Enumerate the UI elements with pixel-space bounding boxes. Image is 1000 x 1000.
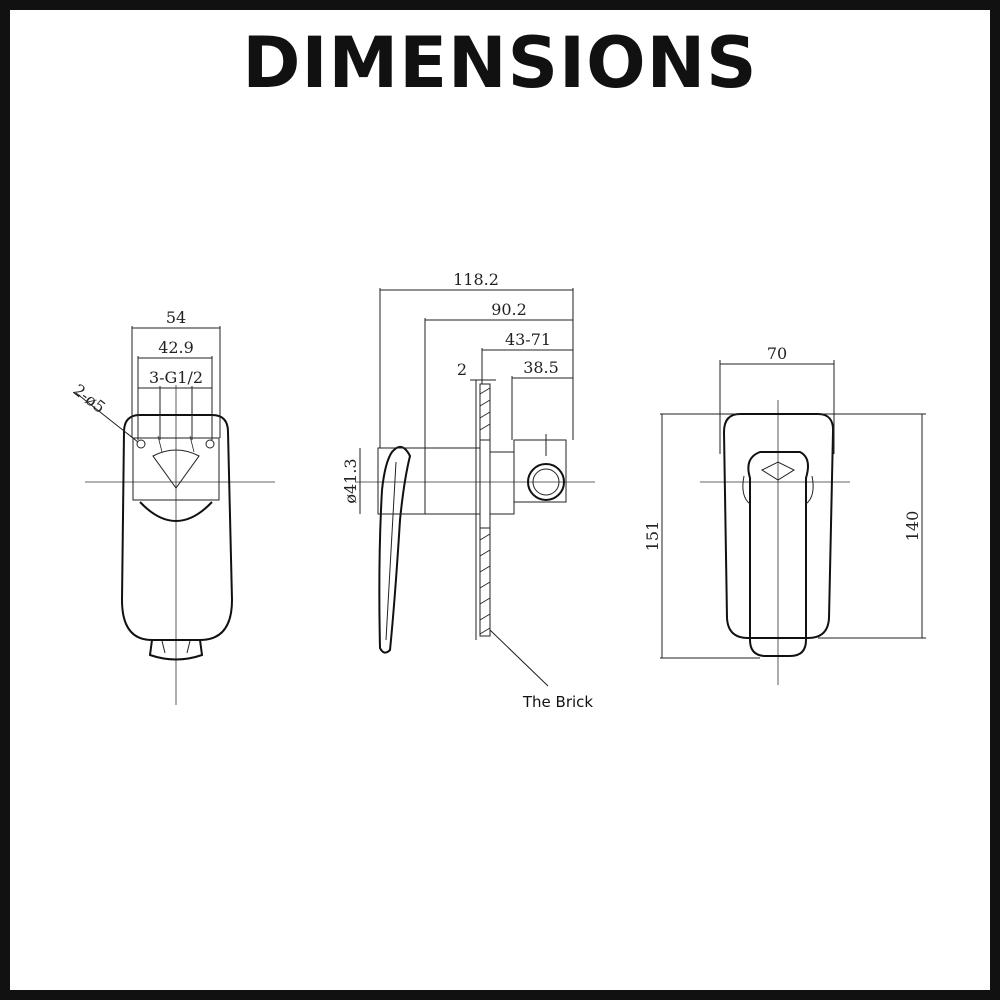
brick-label: The Brick bbox=[522, 693, 594, 711]
dim-side-118-2: 118.2 bbox=[453, 270, 499, 289]
dim-front-holes: 2-ø5 bbox=[70, 380, 110, 417]
dim-side-90-2: 90.2 bbox=[491, 300, 527, 319]
dim-side-diameter: ø41.3 bbox=[341, 458, 360, 503]
dim-rear-140: 140 bbox=[903, 511, 922, 542]
side-view bbox=[355, 288, 595, 687]
dim-side-43-71: 43-71 bbox=[505, 330, 551, 349]
dim-rear-151: 151 bbox=[643, 521, 662, 552]
dim-side-38-5: 38.5 bbox=[523, 358, 559, 377]
page-title: DIMENSIONS bbox=[242, 22, 758, 104]
dim-front-42-9: 42.9 bbox=[158, 338, 194, 357]
rear-view bbox=[660, 360, 926, 685]
dim-rear-70: 70 bbox=[767, 344, 787, 363]
dim-front-thread: 3-G1/2 bbox=[149, 368, 203, 387]
dim-side-2: 2 bbox=[457, 360, 467, 379]
front-view bbox=[75, 326, 275, 705]
dim-front-54: 54 bbox=[166, 308, 186, 327]
